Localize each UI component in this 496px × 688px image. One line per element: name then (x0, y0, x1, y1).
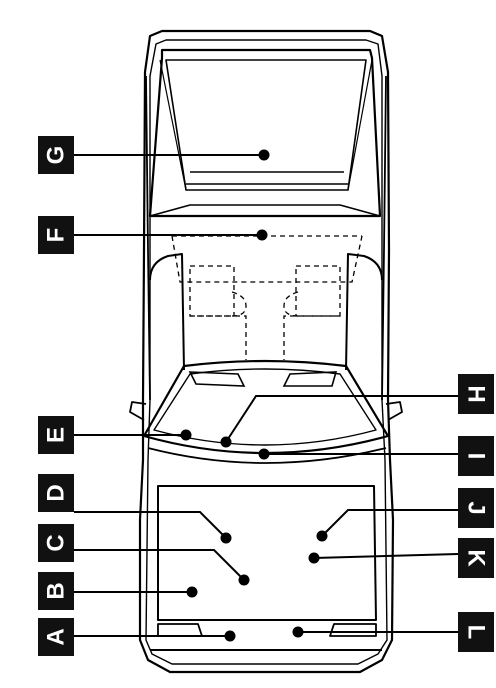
leader-h (225, 395, 458, 443)
rear-deck (149, 204, 381, 217)
callout-dots (180, 149, 328, 642)
label-i: I (463, 453, 490, 460)
hood (157, 485, 377, 621)
dot-h (220, 436, 232, 448)
leader-k (313, 553, 459, 559)
callout-tag-c: C (38, 524, 74, 562)
windshield-inner (153, 368, 377, 446)
right-mirror (385, 401, 403, 421)
dot-d (220, 532, 232, 544)
dot-c (238, 574, 250, 586)
dot-l (292, 626, 304, 638)
callout-tag-f: F (38, 216, 74, 254)
dot-j (316, 530, 328, 542)
label-e: E (43, 427, 70, 443)
label-j: J (463, 501, 490, 514)
rear-window (148, 48, 382, 218)
callout-tag-e: E (38, 416, 74, 454)
windshield (142, 359, 390, 455)
right-door-arc (345, 253, 383, 371)
left-seat-cushion (190, 315, 247, 360)
car-inner-outline (145, 39, 388, 665)
left-door-arc (149, 253, 185, 371)
label-c: C (43, 534, 70, 551)
leader-d (74, 511, 227, 539)
callout-tag-h: H (458, 374, 494, 414)
label-a: A (43, 628, 70, 645)
dot-g (258, 149, 270, 161)
label-h: H (463, 385, 490, 402)
car-outer-outline (138, 29, 395, 674)
label-g: G (43, 146, 70, 165)
leader-c (74, 549, 245, 581)
left-headlight (157, 623, 203, 637)
label-f: F (43, 228, 70, 243)
dot-e (180, 429, 192, 441)
leader-j (321, 509, 458, 537)
dot-b (186, 586, 198, 598)
dot-i (258, 448, 270, 460)
rear-seat-outline (171, 235, 363, 283)
callout-tag-l: L (458, 612, 494, 652)
callout-tag-a: A (38, 618, 74, 656)
rear-window-inner (165, 59, 367, 191)
dashboard (188, 371, 338, 387)
label-l: L (463, 625, 490, 640)
right-side-rail (381, 75, 387, 401)
label-d: D (43, 484, 70, 501)
leader-lines (74, 154, 459, 637)
interior-dashed (171, 235, 363, 360)
callout-tag-g: G (38, 136, 74, 174)
callout-tag-d: D (38, 474, 74, 512)
label-b: B (43, 582, 70, 599)
right-headlight (329, 623, 377, 637)
callout-tag-i: I (458, 436, 494, 476)
right-seat-back (295, 265, 341, 317)
dot-a (224, 630, 236, 642)
left-seat-back (189, 265, 235, 317)
callout-tag-j: J (458, 488, 494, 528)
callout-tag-b: B (38, 572, 74, 610)
left-mirror (129, 401, 147, 421)
label-k: K (463, 549, 490, 567)
car-body (129, 29, 403, 674)
right-headrest (283, 291, 299, 317)
dot-k (308, 552, 320, 564)
callout-tag-k: K (458, 538, 494, 578)
left-side-rail (145, 75, 151, 401)
dot-f (256, 229, 268, 241)
left-headrest (231, 291, 247, 317)
right-seat-cushion (283, 315, 340, 360)
